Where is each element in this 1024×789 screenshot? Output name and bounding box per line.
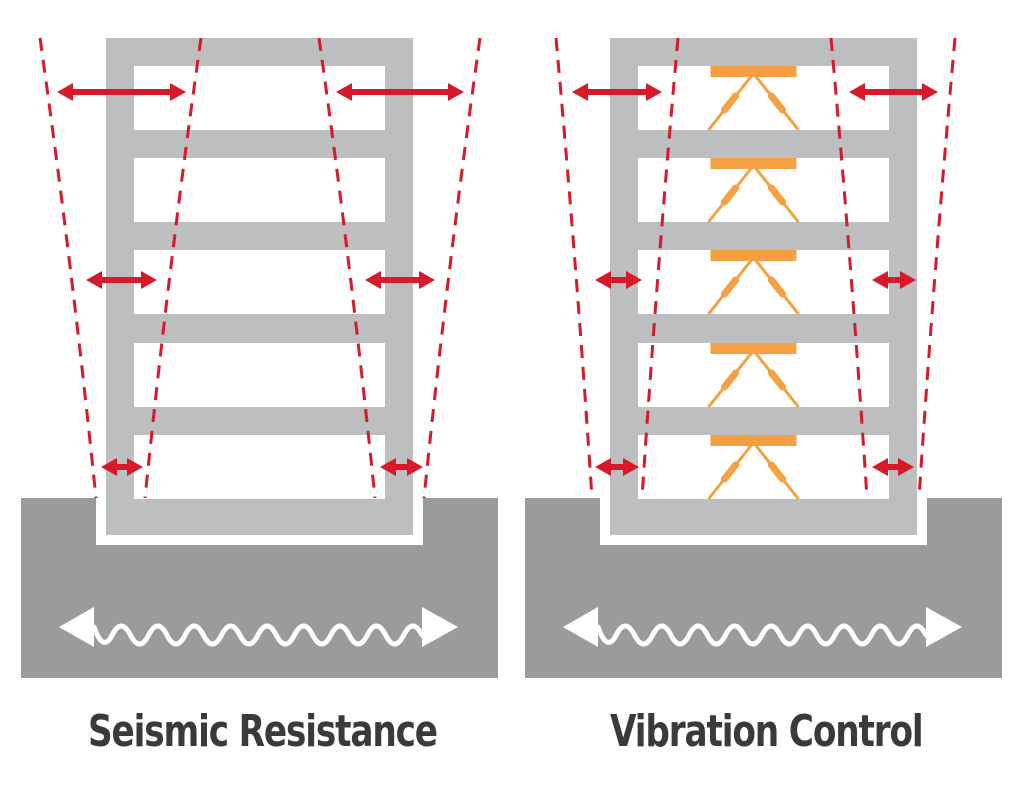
damper-cylinder xyxy=(767,369,787,391)
drift-arrow xyxy=(872,271,916,289)
seismic-resistance-caption: Seismic Resistance xyxy=(88,706,438,757)
seismic-resistance-panel xyxy=(21,37,498,678)
drift-line xyxy=(38,37,98,499)
damper-cylinder xyxy=(767,276,787,298)
damper-cylinder xyxy=(767,92,787,114)
damper-cylinder xyxy=(720,369,740,391)
damper-cylinder xyxy=(720,461,740,483)
drift-arrow xyxy=(57,83,186,101)
damper-cylinder xyxy=(767,461,787,483)
drift-arrow xyxy=(849,83,938,101)
damper-plate xyxy=(710,343,797,354)
damper-cylinder xyxy=(767,184,787,206)
drift-arrow xyxy=(365,271,435,289)
drift-line xyxy=(829,37,869,499)
ground-wave xyxy=(91,623,425,647)
damper-cylinder xyxy=(720,92,740,114)
damper-plate xyxy=(710,66,797,77)
drift-arrow xyxy=(572,83,662,101)
damper-cylinder xyxy=(720,184,740,206)
drift-arrow xyxy=(595,271,642,289)
story-opening xyxy=(134,66,385,130)
story-opening xyxy=(134,435,385,499)
wave-arrowhead-right xyxy=(926,607,962,647)
drift-arrow xyxy=(101,458,143,476)
drift-line xyxy=(422,37,482,499)
drift-arrow xyxy=(86,271,157,289)
damper-plate xyxy=(710,158,797,169)
wave-arrowhead-left xyxy=(563,607,598,647)
drift-line xyxy=(554,37,594,499)
drift-arrow xyxy=(380,458,423,476)
drift-line xyxy=(317,37,377,499)
damper-plate xyxy=(710,435,797,446)
damper-cylinder xyxy=(720,276,740,298)
story-opening xyxy=(134,158,385,222)
drift-line xyxy=(143,37,203,499)
story-opening xyxy=(134,343,385,407)
ground-wave xyxy=(595,623,929,647)
vibration-control-caption: Vibration Control xyxy=(610,706,924,757)
drift-line xyxy=(917,37,957,499)
damper-plate xyxy=(710,250,797,261)
drift-arrow xyxy=(595,458,639,476)
wave-arrowhead-left xyxy=(59,607,94,647)
wave-arrowhead-right xyxy=(422,607,458,647)
vibration-control-panel xyxy=(525,37,1002,678)
drift-arrow xyxy=(336,83,464,101)
drift-arrow xyxy=(872,458,914,476)
story-opening xyxy=(134,250,385,314)
drift-line xyxy=(640,37,680,499)
